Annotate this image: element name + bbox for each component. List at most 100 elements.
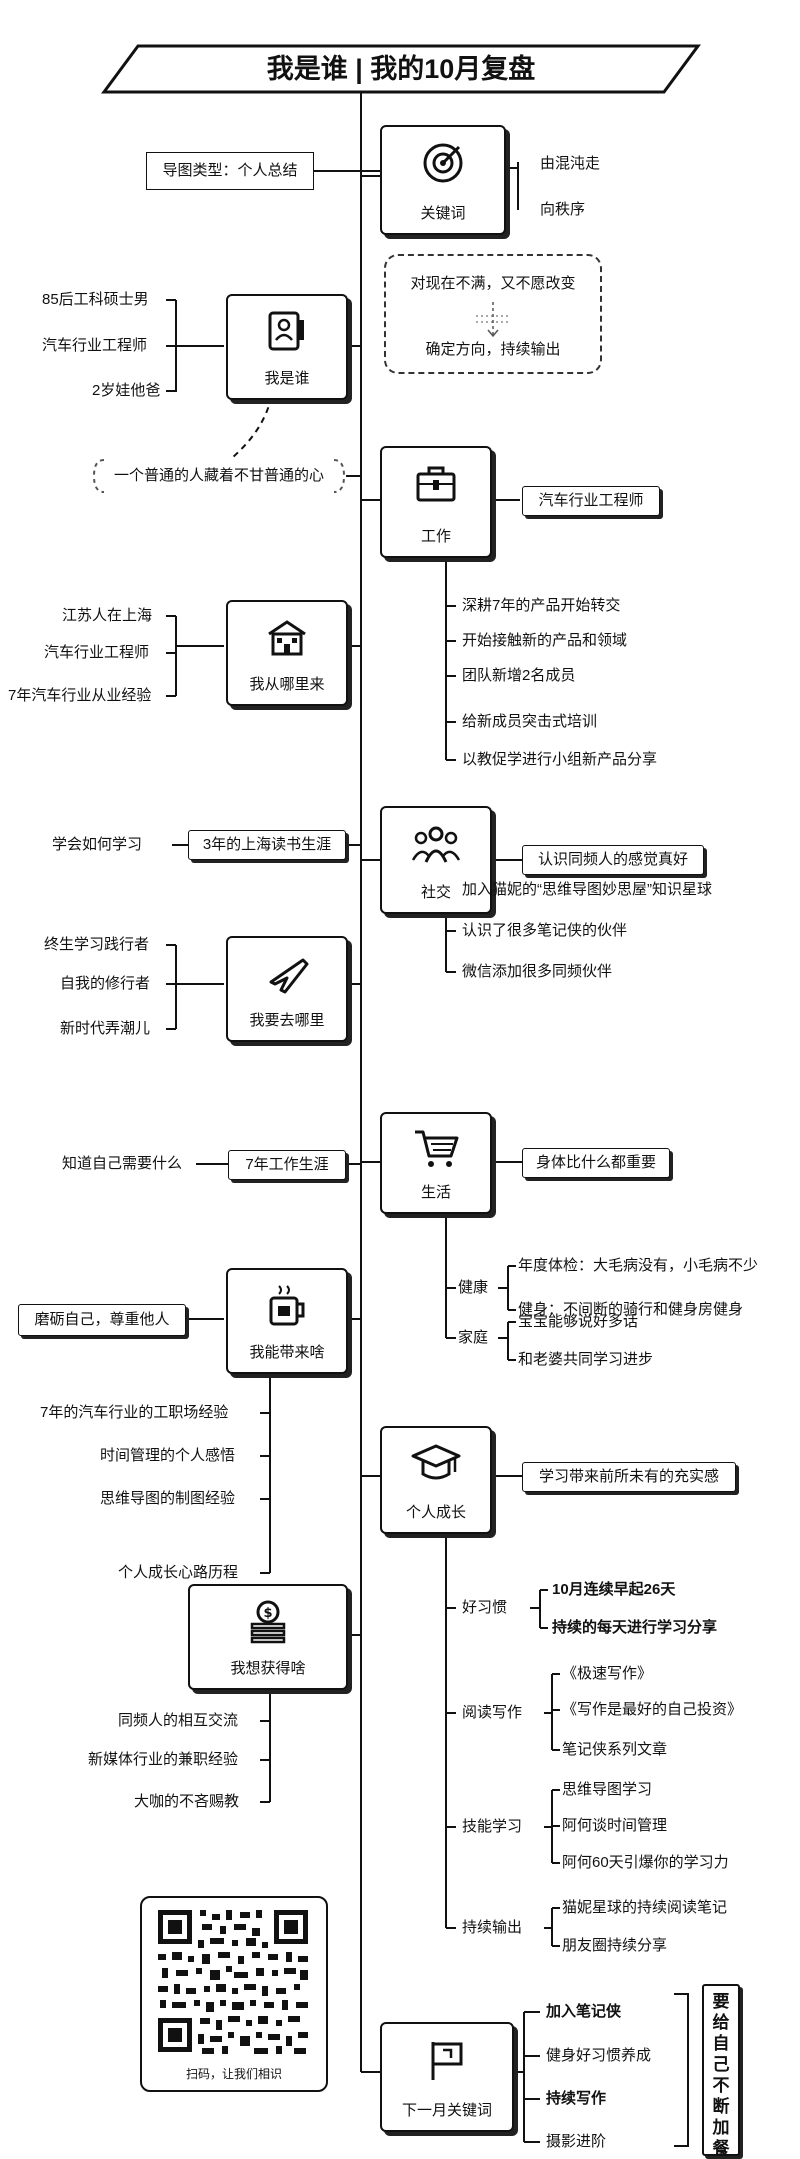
airplane-icon [265, 952, 309, 1001]
social-item: 认识了很多笔记侠的伙伴 [462, 922, 628, 939]
node-keywords-label: 关键词 [420, 205, 466, 222]
next-side-text: 要给自己不断加餐 [712, 1992, 730, 2158]
growth-item: 猫妮星球的持续阅读笔记 [562, 1899, 728, 1916]
whoami-item: 2岁娃他爸 [92, 382, 161, 399]
whoami-item: 85后工科硕士男 [42, 291, 149, 308]
title-banner-shape [101, 44, 701, 94]
growth-group-name: 阅读写作 [462, 1704, 523, 1721]
social-headline-text: 认识同频人的感觉真好 [537, 851, 688, 868]
id-card-icon [267, 310, 307, 359]
growth-item: 思维导图学习 [562, 1781, 653, 1798]
study-box[interactable]: 3年的上海读书生涯 [188, 830, 346, 860]
coin-stack-icon: $ [246, 1600, 290, 1649]
goal-item: 自我的修行者 [60, 975, 151, 992]
gain-item: 大咖的不吝赐教 [134, 1793, 240, 1810]
keyword-item: 向秩序 [540, 201, 586, 218]
qr-caption: 扫码，让我们相识 [185, 2067, 282, 2081]
origin-item: 江苏人在上海 [62, 607, 153, 624]
work-item: 给新成员突击式培训 [462, 713, 598, 730]
growth-item: 阿何谈时间管理 [562, 1817, 668, 1834]
career-label: 7年工作生涯 [245, 1156, 329, 1173]
node-gain-label: 我想获得啥 [230, 1660, 306, 1677]
qr-code-icon [158, 1910, 308, 2054]
work-item: 深耕7年的产品开始转交 [462, 597, 621, 614]
bring-note: 磨砺自己，尊重他人 [34, 1311, 170, 1328]
gain-item: 新媒体行业的兼职经验 [88, 1751, 239, 1768]
svg-text:$: $ [263, 1606, 272, 1621]
bring-item: 7年的汽车行业的工职场经验 [40, 1404, 229, 1421]
reflection-line2: 确定方向，持续输出 [425, 341, 561, 358]
bring-item: 个人成长心路历程 [118, 1564, 239, 1581]
graduation-cap-icon [411, 1442, 461, 1489]
social-item: 微信添加很多同频伙伴 [462, 963, 613, 980]
node-goal[interactable]: 我要去哪里 [226, 936, 348, 1042]
node-social[interactable]: 社交 [380, 806, 492, 914]
node-bring[interactable]: 我能带来啥 [226, 1268, 348, 1374]
bring-note-box: 磨砺自己，尊重他人 [18, 1304, 186, 1336]
node-origin-label: 我从哪里来 [249, 676, 325, 693]
flag-icon [425, 2038, 469, 2087]
map-type-text: 导图类型：个人总结 [162, 162, 298, 179]
node-gain[interactable]: $ 我想获得啥 [188, 1584, 348, 1690]
work-item: 团队新增2名成员 [462, 667, 576, 684]
growth-item: 持续的每天进行学习分享 [552, 1619, 718, 1636]
life-item: 健身：不间断的骑行和健身房健身 [518, 1301, 744, 1318]
social-headline: 认识同频人的感觉真好 [522, 845, 704, 875]
growth-item: 10月连续早起26天 [552, 1581, 676, 1598]
people-icon [411, 822, 461, 871]
node-work[interactable]: 工作 [380, 446, 492, 558]
bring-item: 时间管理的个人感悟 [100, 1447, 236, 1464]
qr-code-card[interactable]: 扫码，让我们相识 [140, 1896, 328, 2092]
node-keywords[interactable]: 关键词 [380, 125, 506, 235]
study-item: 学会如何学习 [52, 836, 143, 853]
work-headline: 汽车行业工程师 [522, 486, 660, 516]
next-item: 摄影进阶 [546, 2133, 607, 2150]
coffee-cup-icon [265, 1284, 309, 1333]
growth-item: 《极速写作》 [562, 1665, 653, 1682]
node-social-label: 社交 [420, 884, 451, 901]
growth-group-name: 技能学习 [462, 1818, 523, 1835]
node-whoami[interactable]: 我是谁 [226, 294, 348, 400]
quote-bracket: 一个普通的人藏着不甘普通的心 [92, 456, 346, 496]
node-origin[interactable]: 我从哪里来 [226, 600, 348, 706]
growth-headline-text: 学习带来前所未有的充实感 [538, 1468, 719, 1485]
life-group-name: 健康 [458, 1279, 489, 1296]
growth-group-name: 持续输出 [462, 1919, 523, 1936]
bring-item: 思维导图的制图经验 [100, 1490, 236, 1507]
whoami-item: 汽车行业工程师 [42, 337, 148, 354]
growth-group-name: 好习惯 [462, 1599, 508, 1616]
life-headline: 身体比什么都重要 [522, 1148, 670, 1178]
growth-item: 朋友圈持续分享 [562, 1937, 668, 1954]
node-growth[interactable]: 个人成长 [380, 1426, 492, 1534]
building-icon [265, 616, 309, 665]
work-item: 以教促学进行小组新产品分享 [462, 751, 658, 768]
life-group-name: 家庭 [458, 1329, 489, 1346]
life-item: 宝宝能够说好多话 [518, 1313, 639, 1330]
next-item: 健身好习惯养成 [546, 2047, 652, 2064]
briefcase-icon [414, 462, 458, 511]
arrow-icon [476, 302, 510, 338]
target-icon [421, 141, 465, 190]
next-side-box: 要给自己不断加餐 [702, 1984, 740, 2158]
growth-item: 《写作是最好的自己投资》 [562, 1701, 743, 1718]
next-item: 持续写作 [546, 2090, 607, 2107]
node-bring-label: 我能带来啥 [249, 1344, 325, 1361]
node-life-label: 生活 [420, 1184, 451, 1201]
career-item: 知道自己需要什么 [62, 1155, 183, 1172]
node-life[interactable]: 生活 [380, 1112, 492, 1214]
life-headline-text: 身体比什么都重要 [535, 1154, 656, 1171]
node-growth-label: 个人成长 [405, 1504, 466, 1521]
node-goal-label: 我要去哪里 [249, 1012, 325, 1029]
page-title: 我是谁 | 我的10月复盘 [266, 54, 536, 84]
gain-item: 同频人的相互交流 [118, 1712, 239, 1729]
node-work-label: 工作 [420, 528, 451, 545]
reflection-line1: 对现在不满，又不愿改变 [410, 275, 576, 292]
career-box[interactable]: 7年工作生涯 [228, 1150, 346, 1180]
origin-item: 汽车行业工程师 [44, 644, 150, 661]
keyword-item: 由混沌走 [540, 155, 601, 172]
node-next[interactable]: 下一月关键词 [380, 2022, 514, 2132]
node-next-label: 下一月关键词 [401, 2102, 492, 2119]
work-headline-text: 汽车行业工程师 [538, 492, 644, 509]
